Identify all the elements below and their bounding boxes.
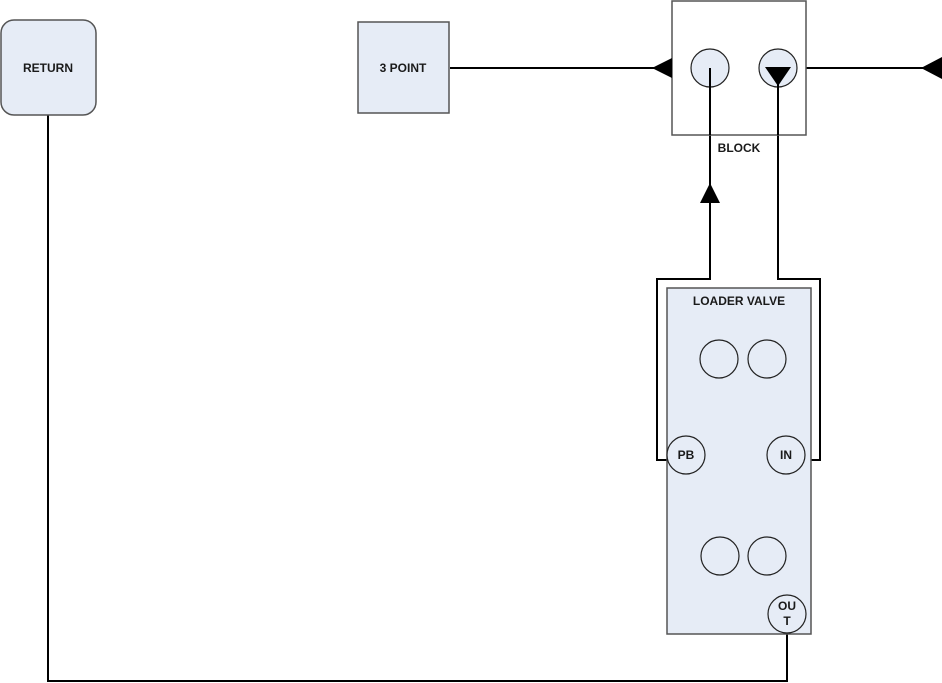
three-point-label: 3 POINT [380,61,427,75]
wires [47,67,942,682]
return-line [47,115,788,682]
valve-port-top-right[interactable] [747,339,787,379]
pb-port-label: PB [678,448,695,462]
arrow-left-into-block-icon [652,58,672,78]
three-point-node[interactable]: 3 POINT [357,21,450,114]
pb-to-block-line [656,68,711,461]
out-port-label-line1: OU [778,599,796,613]
arrow-left-external-icon [921,57,942,79]
return-node[interactable]: RETURN [0,19,97,116]
block-to-in-line [777,68,821,461]
arrow-down-into-port-icon [765,67,791,86]
out-port[interactable]: OU T [767,594,807,634]
loader-valve-node[interactable]: LOADER VALVE PB IN OU T [666,287,812,635]
block-node[interactable]: BLOCK [671,0,807,155]
return-label: RETURN [23,61,73,75]
valve-port-top-left[interactable] [699,339,739,379]
in-port[interactable]: IN [766,435,806,475]
valve-port-bottom-right[interactable] [747,536,787,576]
in-port-label: IN [780,448,792,462]
arrowheads [652,57,942,203]
out-port-label-line2: T [783,614,791,628]
pb-port[interactable]: PB [666,435,706,475]
block-label: BLOCK [718,141,761,155]
valve-port-bottom-left[interactable] [700,536,740,576]
arrow-up-icon [700,183,720,203]
loader-valve-label: LOADER VALVE [693,294,785,308]
